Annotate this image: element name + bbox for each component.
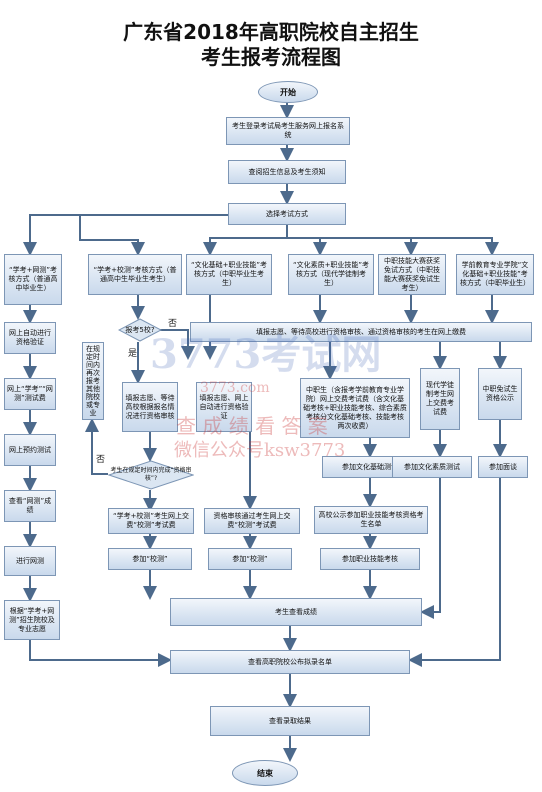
start-node: 开始 bbox=[258, 81, 318, 103]
option-xuekao-xiaoce: “学考+校测”考核方式（普通高中生毕业生考生） bbox=[88, 254, 182, 295]
interview-box: 参加面谈 bbox=[478, 456, 528, 478]
step-pay-netest: 网上“学考”“网测”测试费 bbox=[4, 378, 56, 410]
admitted-list-box: 查看高职院校公布拟录名单 bbox=[170, 650, 410, 674]
label-no-five: 否 bbox=[168, 319, 178, 329]
pay-xiaoce-fee-1: “学考+校测”考生网上交费“校测”考试费 bbox=[108, 508, 194, 534]
take-xiaoce-1: 参加“校测” bbox=[108, 548, 192, 570]
end-node: 结束 bbox=[232, 760, 298, 786]
award-publish-box: 中职免试生资格公示 bbox=[478, 368, 522, 420]
culture-quality-box: 参加文化素质测试 bbox=[392, 456, 472, 478]
review-passed-decision: 考生在规定时间内完成“资格审核”? bbox=[108, 460, 194, 490]
admission-result-box: 查看录取结果 bbox=[210, 706, 370, 736]
title-line-1: 广东省2018年高职院校自主招生 bbox=[123, 20, 419, 44]
step-auto-verify: 网上自动进行资格验证 bbox=[4, 322, 56, 354]
diagram-title: 广东省2018年高职院校自主招生 考生报考流程图 bbox=[0, 20, 542, 70]
option-xuekao-wangce: “学考+网测”考核方式（普通高中毕业生） bbox=[4, 254, 62, 305]
modern-fee-box: 现代学徒制考生网上交费考试费 bbox=[420, 368, 460, 430]
take-xiaoce-2: 参加“校测” bbox=[208, 548, 292, 570]
pay-xiaoce-fee-2: 资格审核通过考生网上交费“校测”考试费 bbox=[204, 508, 300, 534]
option-modern-apprentice: “文化素质+职业技能”考核方式（现代学徒制考生） bbox=[288, 254, 374, 295]
step-view-netest-score: 查看“网测”成绩 bbox=[4, 490, 56, 522]
vocational-fee-box: 中职生（含报考学前教育专业学院）网上交费考试费（含文化基础考核+职业技能考核、综… bbox=[300, 378, 410, 438]
step-book-test: 网上预约测试 bbox=[4, 434, 56, 466]
fill-auto-verify: 填报志愿、网上自动进行资格验证 bbox=[196, 382, 252, 432]
label-yes-five: 是 bbox=[128, 349, 138, 359]
review-passed-label: 考生在规定时间内完成“资格审核”? bbox=[110, 467, 192, 482]
review-box: 查阅招生信息及考生须知 bbox=[228, 160, 346, 184]
choose-box: 选择考试方式 bbox=[228, 203, 346, 225]
skill-test-box: 参加职业技能考核 bbox=[320, 548, 420, 570]
step-take-netest: 进行网测 bbox=[4, 546, 56, 576]
skill-qualified-list-box: 高校公示参加职业技能考核资格考生名单 bbox=[314, 506, 428, 534]
option-preschool: 学前教育专业学院“文化基础+职业技能”考核方式（中职毕业生） bbox=[456, 254, 534, 295]
fill-await-review: 填报志愿、等待高校根据报名情况进行资格审核 bbox=[122, 382, 178, 432]
pay-review-bar: 填报志愿、等待高校进行资格审核、通过资格审核的考生在网上缴费 bbox=[190, 322, 532, 342]
option-skills-award: 中职技能大赛获奖免试方式（中职技能大赛获奖免试生考生） bbox=[378, 254, 446, 295]
title-line-2: 考生报考流程图 bbox=[201, 45, 341, 69]
five-schools-label: 报考5校? bbox=[125, 326, 155, 334]
view-scores-box: 考生查看成绩 bbox=[170, 598, 422, 626]
five-schools-decision: 报考5校? bbox=[118, 318, 162, 342]
label-no-review: 否 bbox=[96, 455, 106, 465]
wait-reapply-box: 在规定时间内再次报考其他院校或专业 bbox=[82, 342, 104, 420]
step-fill-netest-choice: 根据“学考+网测”招生院校及专业志愿 bbox=[4, 600, 60, 640]
option-culture-skill: “文化基础+职业技能”考核方式（中职毕业生考生） bbox=[186, 254, 272, 295]
register-box: 考生登录考试局考生服务网上报名系统 bbox=[226, 117, 350, 145]
